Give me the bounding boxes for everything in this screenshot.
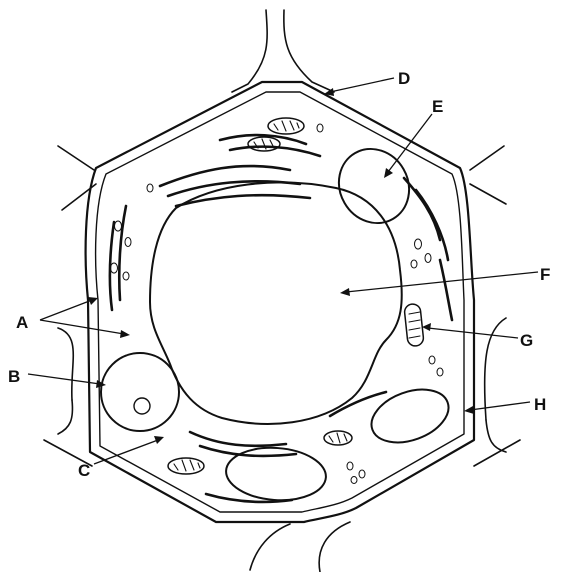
- label-f: F: [540, 265, 550, 284]
- label-h: H: [534, 395, 546, 414]
- nucleus: [101, 353, 179, 431]
- label-g: G: [520, 331, 533, 350]
- label-a: A: [16, 313, 28, 332]
- vesicles: [111, 124, 444, 484]
- nucleolus: [134, 398, 150, 414]
- chloroplast-upper-right: [326, 136, 423, 236]
- leader-a-upper: [40, 300, 92, 320]
- mitochondrion-g: [404, 303, 424, 346]
- leader-d: [330, 78, 394, 92]
- mitochondrion-bottom-left: [168, 458, 204, 474]
- neighbouring-cell-walls: [44, 10, 520, 572]
- leader-h: [470, 402, 530, 410]
- central-vacuole: [150, 182, 402, 423]
- label-b: B: [8, 367, 20, 386]
- chloroplast-bottom: [224, 445, 327, 504]
- endoplasmic-reticulum: [110, 135, 452, 502]
- mitochondrion-top-2: [248, 137, 280, 151]
- label-e: E: [432, 97, 443, 116]
- chloroplast-lower-right: [364, 380, 456, 452]
- label-d: D: [398, 69, 410, 88]
- mitochondrion-bottom-right: [324, 431, 352, 445]
- label-c: C: [78, 461, 90, 480]
- mitochondrion-top-1: [268, 118, 304, 134]
- leader-a-lower: [40, 320, 124, 334]
